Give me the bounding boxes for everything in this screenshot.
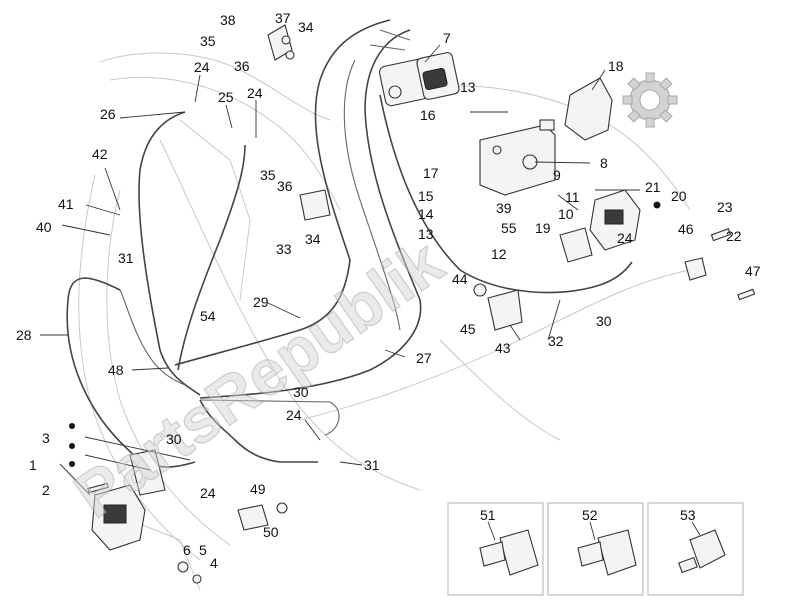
cover-18 xyxy=(564,77,613,141)
callout-49: 49 xyxy=(250,481,266,497)
callout-11: 11 xyxy=(565,189,580,205)
callout-33: 33 xyxy=(276,241,292,257)
callout-13: 13 xyxy=(418,226,434,242)
callout-15: 15 xyxy=(418,188,434,204)
callout-38: 38 xyxy=(220,12,236,28)
callout-3: 3 xyxy=(42,430,50,446)
callout-20: 20 xyxy=(671,188,687,204)
pipe-54 xyxy=(177,144,246,371)
callout-9: 9 xyxy=(553,167,561,183)
callout-42: 42 xyxy=(92,146,108,162)
callout-52: 52 xyxy=(582,507,598,523)
callout-21: 21 xyxy=(645,179,661,195)
callout-17: 17 xyxy=(423,165,439,181)
callout-29: 29 xyxy=(253,294,269,310)
callout-36: 36 xyxy=(277,178,293,194)
callout-24: 24 xyxy=(194,59,210,75)
abs-modulator xyxy=(369,29,460,107)
pipe-27b xyxy=(343,59,401,331)
callout-36: 36 xyxy=(234,58,250,74)
callout-2: 2 xyxy=(42,482,50,498)
callout-25: 25 xyxy=(218,89,234,105)
pipe-29 xyxy=(174,19,391,366)
callout-47: 47 xyxy=(745,263,761,279)
callout-7: 7 xyxy=(443,30,451,46)
callout-44: 44 xyxy=(452,271,468,287)
rear-caliper xyxy=(559,189,661,263)
abs-bracket xyxy=(479,119,556,196)
callout-48: 48 xyxy=(108,362,124,378)
callout-14: 14 xyxy=(418,206,434,222)
callout-28: 28 xyxy=(16,327,32,343)
callout-24: 24 xyxy=(247,85,263,101)
callout-53: 53 xyxy=(680,507,696,523)
clip-49 xyxy=(237,502,288,531)
callout-43: 43 xyxy=(495,340,511,356)
wheel-sensor xyxy=(684,228,756,301)
callout-37: 37 xyxy=(275,10,291,26)
callout-4: 4 xyxy=(210,555,218,571)
callout-10: 10 xyxy=(558,206,574,222)
callout-31: 31 xyxy=(118,250,134,266)
callout-12: 12 xyxy=(491,246,507,262)
callout-24: 24 xyxy=(286,407,302,423)
callout-27: 27 xyxy=(416,350,432,366)
callout-54: 54 xyxy=(200,308,216,324)
pipe-28b xyxy=(119,289,186,386)
leader-lines xyxy=(40,44,640,496)
callout-30: 30 xyxy=(293,384,309,400)
callout-labels: 38 37 34 35 36 7 18 24 25 24 26 13 16 42… xyxy=(16,10,761,571)
callout-6: 6 xyxy=(183,542,191,558)
callout-40: 40 xyxy=(36,219,52,235)
callout-31: 31 xyxy=(364,457,380,473)
callout-19: 19 xyxy=(535,220,551,236)
callout-45: 45 xyxy=(460,321,476,337)
callout-24: 24 xyxy=(200,485,216,501)
callout-46: 46 xyxy=(678,221,694,237)
pipe-27 xyxy=(199,29,422,399)
brake-pipes xyxy=(66,19,633,468)
pipe-26 xyxy=(138,111,201,396)
pipe-32 xyxy=(379,94,633,294)
bracket-43 xyxy=(473,283,523,331)
pipe-31b xyxy=(199,399,340,436)
callout-51: 51 xyxy=(480,507,496,523)
callout-50: 50 xyxy=(263,524,279,540)
callout-1: 1 xyxy=(29,457,37,473)
gear-icon xyxy=(622,72,678,128)
front-caliper xyxy=(87,449,202,584)
callout-24: 24 xyxy=(617,230,633,246)
callout-55: 55 xyxy=(501,220,517,236)
pipe-31 xyxy=(199,399,318,463)
callout-35: 35 xyxy=(200,33,216,49)
bullet-markers xyxy=(69,202,660,467)
callout-26: 26 xyxy=(100,106,116,122)
callout-18: 18 xyxy=(608,58,624,74)
callout-13: 13 xyxy=(460,79,476,95)
callout-16: 16 xyxy=(420,107,436,123)
callout-39: 39 xyxy=(496,200,512,216)
callout-41: 41 xyxy=(58,196,74,212)
pipe-clips xyxy=(267,24,331,221)
callout-35: 35 xyxy=(260,167,276,183)
callout-34: 34 xyxy=(298,19,314,35)
callout-32: 32 xyxy=(548,333,564,349)
callout-34: 34 xyxy=(305,231,321,247)
callout-23: 23 xyxy=(717,199,733,215)
callout-8: 8 xyxy=(600,155,608,171)
callout-30: 30 xyxy=(166,431,182,447)
callout-30: 30 xyxy=(596,313,612,329)
callout-5: 5 xyxy=(199,542,207,558)
accessory-boxes xyxy=(447,502,744,596)
callout-22: 22 xyxy=(726,228,742,244)
